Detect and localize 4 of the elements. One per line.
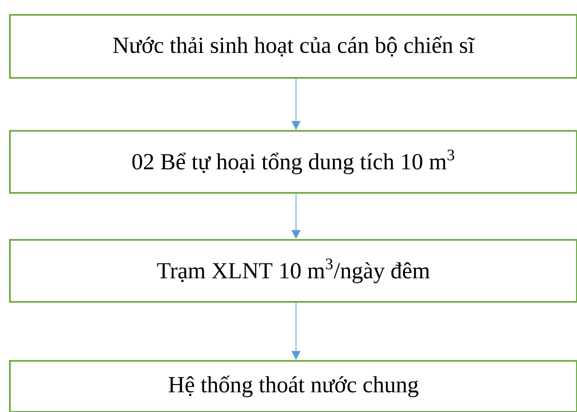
process-box: Trạm XLNT 10 m$^{3}$/ngày đêm xyxy=(9,239,577,303)
process-box: Nước thải sinh hoạt của cán bộ chiến sĩ xyxy=(9,14,577,79)
process-box: Hệ thống thoát nước chung xyxy=(9,360,577,412)
process-box: 02 Bể tự hoại tổng dung tích 10 m$^{3}$ xyxy=(9,130,577,194)
